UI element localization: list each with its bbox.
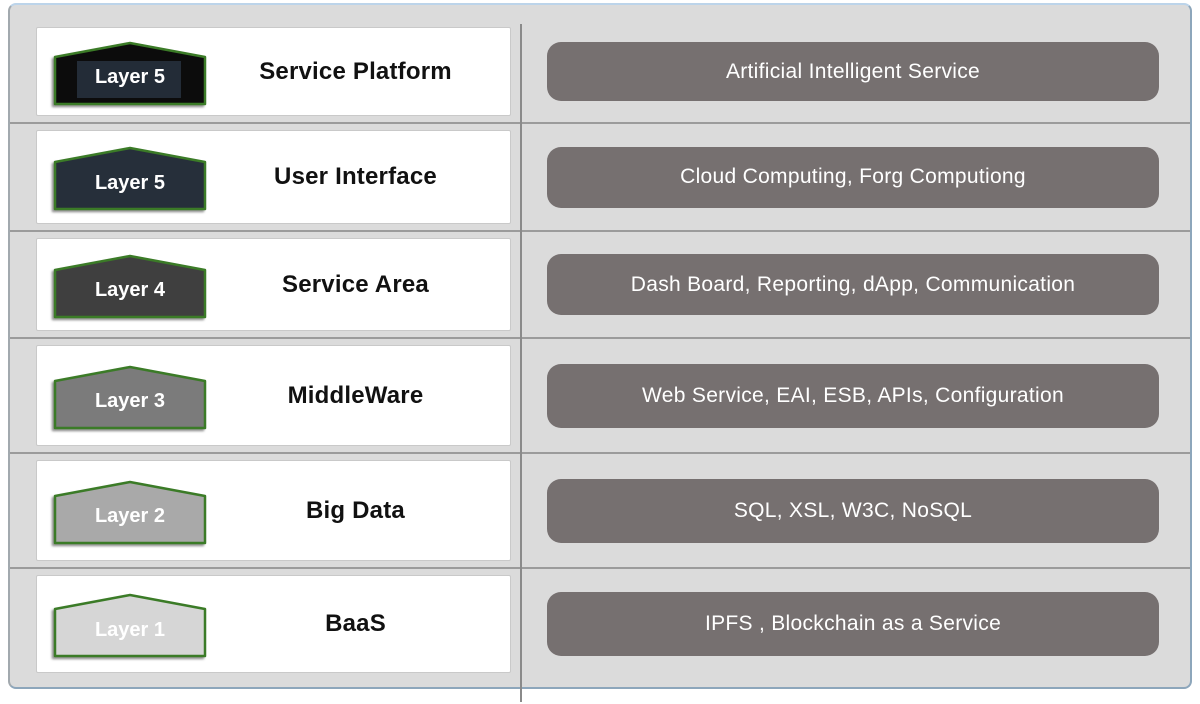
layer-badge: Layer 2 bbox=[53, 479, 207, 545]
layer-detail-pill: Artificial Intelligent Service bbox=[547, 42, 1159, 102]
layer-badge: Layer 5 bbox=[53, 40, 207, 105]
layer-card: Layer 5 User Interface bbox=[36, 130, 511, 224]
layer-title: MiddleWare bbox=[287, 381, 424, 409]
layer-card: Layer 3 MiddleWare bbox=[36, 345, 511, 447]
column-separator-line bbox=[520, 24, 522, 702]
layer-row-middleware: Layer 3 MiddleWare Web Service, EAI, ESB… bbox=[10, 339, 1190, 455]
layer-badge-label: Layer 3 bbox=[94, 390, 166, 413]
diagram-frame: Layer 5 Service Platform Artificial Inte… bbox=[8, 3, 1192, 689]
layer-card: Layer 5 Service Platform bbox=[36, 27, 511, 117]
layer-badge-label: Layer 2 bbox=[94, 505, 166, 528]
layer-detail-pill: Cloud Computing, Forg Computiong bbox=[547, 146, 1159, 208]
layer-title: User Interface bbox=[274, 163, 437, 191]
layer-row-service-area: Layer 4 Service Area Dash Board, Reporti… bbox=[10, 232, 1190, 340]
layer-card: Layer 4 Service Area bbox=[36, 237, 511, 332]
layer-row-big-data: Layer 2 Big Data SQL, XSL, W3C, NoSQL bbox=[10, 454, 1190, 570]
layer-row-user-interface: Layer 5 User Interface Cloud Computing, … bbox=[10, 124, 1190, 232]
home-pentagon-icon bbox=[53, 480, 207, 545]
layer-badge-label: Layer 5 bbox=[94, 171, 166, 194]
layer-card: Layer 2 Big Data bbox=[36, 460, 511, 562]
home-pentagon-icon bbox=[53, 365, 207, 429]
home-pentagon-icon bbox=[53, 146, 207, 211]
layer-badge-label: Layer 5 bbox=[94, 66, 166, 89]
layer-detail-pill: Dash Board, Reporting, dApp, Communicati… bbox=[547, 254, 1159, 315]
layer-title: Big Data bbox=[306, 496, 405, 524]
layer-card: Layer 1 BaaS bbox=[36, 575, 511, 673]
layer-rows: Layer 5 Service Platform Artificial Inte… bbox=[10, 21, 1190, 679]
home-pentagon-icon bbox=[53, 593, 207, 658]
layer-detail-pill: SQL, XSL, W3C, NoSQL bbox=[547, 478, 1159, 543]
layer-row-service-platform: Layer 5 Service Platform Artificial Inte… bbox=[10, 21, 1190, 125]
layer-badge-label: Layer 4 bbox=[94, 279, 166, 301]
layer-title: BaaS bbox=[325, 610, 386, 638]
layer-badge: Layer 3 bbox=[53, 364, 207, 429]
home-pentagon-icon bbox=[53, 41, 207, 105]
layer-title: Service Platform bbox=[259, 57, 452, 85]
layer-detail-pill: Web Service, EAI, ESB, APIs, Configurati… bbox=[547, 363, 1159, 428]
layer-row-baas: Layer 1 BaaS IPFS , Blockchain as a Serv… bbox=[10, 569, 1190, 679]
layer-badge: Layer 5 bbox=[53, 145, 207, 211]
home-pentagon-icon bbox=[53, 254, 207, 318]
layer-detail-pill: IPFS , Blockchain as a Service bbox=[547, 592, 1159, 656]
layer-badge: Layer 1 bbox=[53, 592, 207, 658]
layer-badge: Layer 4 bbox=[53, 253, 207, 318]
layer-badge-label: Layer 1 bbox=[94, 618, 166, 641]
layer-title: Service Area bbox=[282, 270, 429, 298]
